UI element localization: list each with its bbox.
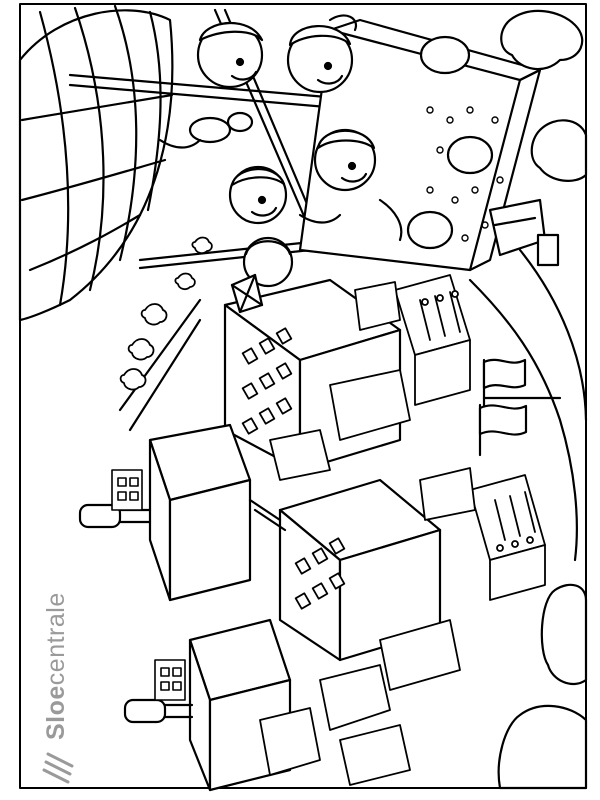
factory-upper xyxy=(78,273,562,602)
ship xyxy=(488,198,560,267)
trees xyxy=(497,9,588,790)
factory-lower xyxy=(123,467,546,792)
brand-watermark: Sloecentrale xyxy=(34,572,78,786)
children-in-basket xyxy=(196,14,403,288)
brand-name-bold: Sloe xyxy=(41,685,70,740)
roads xyxy=(118,248,588,562)
balloon-envelope xyxy=(18,4,174,322)
balloon-basket xyxy=(298,18,542,272)
brand-name-light: centrale xyxy=(41,592,70,686)
brand-name: Sloecentrale xyxy=(42,592,71,740)
bushes xyxy=(119,236,213,391)
sloecentrale-logo-icon xyxy=(42,752,74,784)
